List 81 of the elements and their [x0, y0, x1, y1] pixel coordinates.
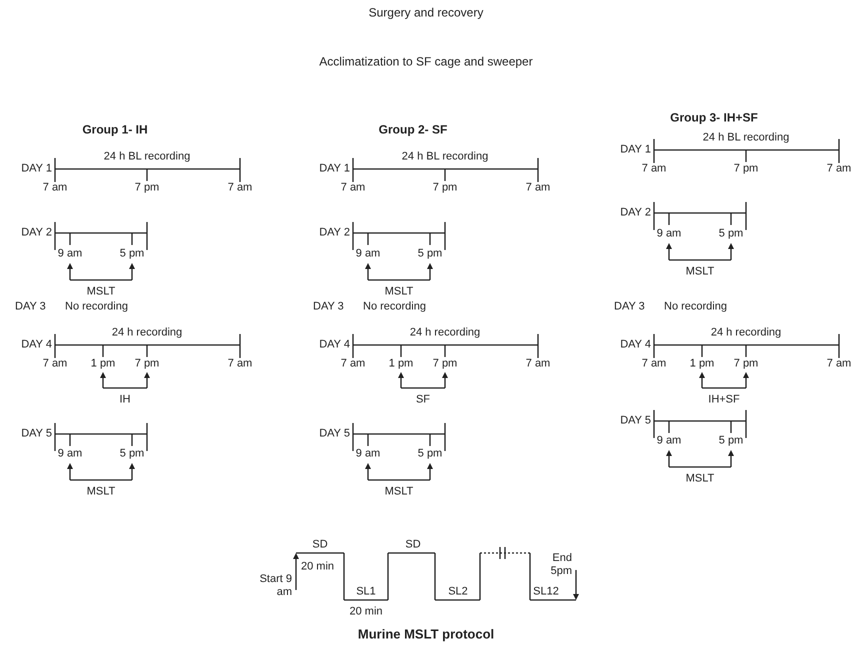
- time-label: 7 am: [340, 182, 366, 194]
- day-label: DAY 3: [614, 300, 645, 314]
- interval-label: SF: [416, 394, 430, 406]
- time-label: 1 pm: [388, 358, 414, 370]
- time-label: 5 pm: [418, 248, 442, 260]
- timeline-title: 24 h recording: [112, 326, 182, 340]
- time-label: 5 pm: [120, 448, 144, 460]
- group-title: Group 1- IH: [82, 124, 148, 136]
- day-label: DAY 1: [319, 162, 350, 176]
- time-label: 9 am: [656, 434, 682, 448]
- interval-label: MSLT: [384, 486, 414, 498]
- time-label: 5 pm: [418, 448, 442, 460]
- timeline-title: 24 h recording: [410, 326, 480, 340]
- duration-label: 20 min: [349, 606, 383, 618]
- time-label: 7 am: [642, 162, 666, 176]
- day-label: DAY 4: [620, 338, 651, 352]
- day-label: DAY 2: [620, 206, 651, 220]
- time-label: 5 pm: [718, 434, 744, 448]
- interval-label: MSLT: [384, 286, 414, 298]
- timeline-title: 24 h BL recording: [702, 132, 790, 144]
- timeline-title: 24 h recording: [710, 326, 782, 340]
- day-label: DAY 5: [319, 428, 350, 440]
- interval-label: MSLT: [86, 286, 116, 298]
- time-label: 7 pm: [734, 358, 758, 370]
- day-label: DAY 5: [620, 414, 651, 428]
- day-label: DAY 4: [319, 338, 350, 352]
- time-label: 9 am: [356, 248, 380, 260]
- interval-label: IH: [120, 394, 130, 406]
- day-label: DAY 1: [620, 144, 651, 156]
- time-label: 1 pm: [690, 358, 714, 370]
- phase-label: SL1: [356, 586, 376, 598]
- time-label: 7 pm: [432, 182, 458, 194]
- day-label: DAY 2: [319, 226, 350, 240]
- phase-label: SL12: [533, 586, 559, 598]
- time-label: 7 am: [826, 162, 852, 176]
- caption: Murine MSLT protocol: [358, 628, 494, 640]
- duration-label: 20 min: [301, 560, 334, 574]
- time-label: 9 am: [58, 248, 82, 260]
- time-label: 9 am: [656, 228, 682, 240]
- time-label: 7 pm: [134, 358, 160, 370]
- timeline-title: 24 h BL recording: [104, 150, 190, 164]
- day-label: DAY 4: [21, 338, 52, 352]
- interval-label: IH+SF: [708, 394, 740, 406]
- time-label: 7 am: [228, 182, 252, 194]
- interval-label: MSLT: [686, 266, 714, 278]
- time-label: 5 pm: [718, 228, 744, 240]
- time-label: 7 am: [526, 182, 550, 194]
- day-label: DAY 1: [21, 162, 52, 176]
- interval-label: MSLT: [686, 472, 714, 486]
- time-label: 7 am: [826, 358, 852, 370]
- day-label: DAY 3: [313, 300, 344, 314]
- time-label: 9 am: [58, 448, 82, 460]
- interval-label: MSLT: [86, 486, 116, 498]
- note: No recording: [65, 300, 128, 314]
- day-label: DAY 2: [21, 226, 52, 240]
- phase-label: SD: [312, 538, 328, 552]
- time-label: 7 am: [42, 358, 68, 370]
- section-heading: Acclimatization to SF cage and sweeper: [319, 56, 533, 68]
- group-title: Group 3- IH+SF: [670, 112, 758, 124]
- group-title: Group 2- SF: [378, 124, 448, 136]
- time-label: 7 am: [642, 358, 666, 370]
- time-label: 9 am: [356, 448, 380, 460]
- day-label: DAY 5: [21, 428, 52, 440]
- time-label: 7 am: [526, 358, 550, 370]
- day-label: DAY 3: [15, 300, 46, 314]
- phase-label: SD: [405, 538, 421, 552]
- start-label: Start 9 am: [258, 573, 292, 599]
- note: No recording: [363, 300, 426, 314]
- time-label: 1 pm: [90, 358, 116, 370]
- phase-label: SL2: [448, 586, 468, 598]
- time-label: 5 pm: [120, 248, 144, 260]
- time-label: 7 am: [340, 358, 366, 370]
- end-label: End 5pm: [550, 552, 572, 578]
- time-label: 7 am: [228, 358, 252, 370]
- section-heading: Surgery and recovery: [368, 6, 484, 20]
- timeline-title: 24 h BL recording: [402, 150, 488, 164]
- note: No recording: [664, 300, 727, 314]
- time-label: 7 pm: [134, 182, 160, 194]
- time-label: 7 pm: [734, 162, 758, 176]
- time-label: 7 am: [42, 182, 68, 194]
- time-label: 7 pm: [432, 358, 458, 370]
